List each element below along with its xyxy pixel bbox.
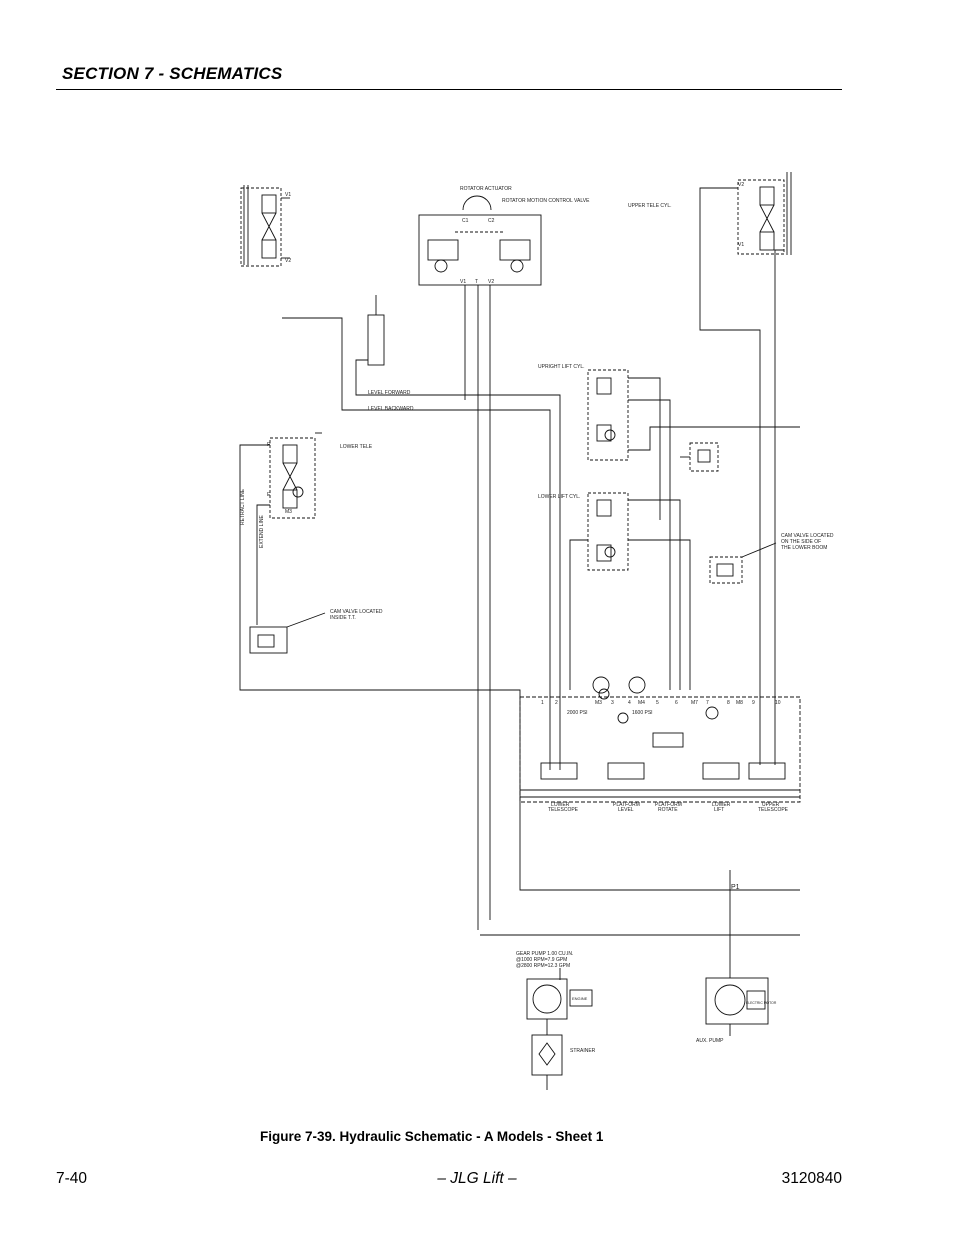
label-upright-lift: UPRIGHT LIFT CYL. bbox=[538, 364, 585, 370]
label-lower-lift: LOWER LIFT CYL. bbox=[538, 494, 580, 500]
cam-valve-tt bbox=[249, 612, 326, 654]
section-platform-rotate-1: PLATFORM bbox=[655, 802, 682, 808]
rotator-valve-block bbox=[418, 195, 542, 930]
label-upper-tele: UPPER TELE CYL. bbox=[628, 203, 672, 209]
port-8: 8 bbox=[727, 700, 730, 706]
port-5: 5 bbox=[656, 700, 659, 706]
section-platform-rotate-2: ROTATE bbox=[658, 807, 678, 813]
section-upper-telescope-1: UPPER bbox=[762, 802, 780, 808]
aux-pump bbox=[705, 977, 769, 1036]
section-lower-telescope-1: LOWER bbox=[551, 802, 570, 808]
lower-tele-valve-block bbox=[239, 432, 800, 891]
label-e-port: E bbox=[267, 492, 271, 498]
label-p1: P1 bbox=[731, 884, 740, 891]
section-platform-level-1: PLATFORM bbox=[613, 802, 640, 808]
port-1: 1 bbox=[541, 700, 544, 706]
port-4: 4 bbox=[628, 700, 631, 706]
port-10: 10 bbox=[775, 700, 781, 706]
section-lower-lift-2: LIFT bbox=[714, 807, 724, 813]
left-holding-valve-block bbox=[240, 185, 290, 267]
lower-lift-valve-block bbox=[569, 492, 691, 690]
port-m4: M4 bbox=[638, 700, 645, 706]
label-cam-valve-tt-1: CAM VALVE LOCATED bbox=[330, 609, 383, 615]
port-m3: M3 bbox=[595, 700, 602, 706]
section-lower-lift-1: LOWER bbox=[712, 802, 731, 808]
cam-valve-lower-boom bbox=[709, 542, 777, 584]
label-cam-valve-lower-2: ON THE SIDE OF bbox=[781, 539, 821, 545]
label-v1-right: V1 bbox=[738, 242, 744, 248]
label-c2: C2 bbox=[488, 218, 495, 224]
relief-valve-small bbox=[680, 442, 719, 472]
label-retract-line: RETRACT LINE bbox=[240, 488, 246, 525]
figure-caption: Figure 7-39. Hydraulic Schematic - A Mod… bbox=[260, 1129, 604, 1144]
main-control-valve-manifold bbox=[519, 676, 801, 803]
section-platform-level-2: LEVEL bbox=[618, 807, 634, 813]
label-cam-valve-lower-1: CAM VALVE LOCATED bbox=[781, 533, 834, 539]
label-level-forward: LEVEL FORWARD bbox=[368, 390, 411, 396]
upper-tele-valve-block bbox=[699, 172, 792, 765]
upright-lift-valve-block bbox=[587, 369, 800, 690]
document-number: 3120840 bbox=[781, 1170, 842, 1187]
label-engine: ENGINE bbox=[572, 996, 588, 1001]
port-m7: M7 bbox=[691, 700, 698, 706]
label-1600-psi: 1600 PSI bbox=[632, 710, 653, 716]
label-gear-pump-2: @1000 RPM=7.9 GPM bbox=[516, 957, 567, 963]
label-gear-pump-3: @2800 RPM=12.3 GPM bbox=[516, 963, 570, 969]
label-v1-left: V1 bbox=[285, 192, 291, 198]
label-strainer: STRAINER bbox=[570, 1048, 596, 1054]
label-extend-line: EXTEND LINE bbox=[259, 515, 265, 548]
label-t-top: T bbox=[475, 279, 478, 285]
label-electric-motor: ELECTRIC MOTOR bbox=[746, 1001, 777, 1005]
label-gear-pump: GEAR PUMP 1.00 CU.IN. bbox=[516, 951, 573, 957]
label-cam-valve-tt-2: INSIDE T.T. bbox=[330, 615, 356, 621]
label-rot-valve: ROTATOR MOTION CONTROL VALVE bbox=[502, 198, 590, 204]
label-v2-right: V2 bbox=[738, 182, 744, 188]
port-6: 6 bbox=[675, 700, 678, 706]
label-lower-tele: LOWER TELE bbox=[340, 444, 373, 450]
section-upper-telescope-2: TELESCOPE bbox=[758, 807, 789, 813]
label-r-port: R bbox=[267, 442, 271, 448]
page-number: 7-40 bbox=[56, 1170, 88, 1187]
label-v2-left: V2 bbox=[285, 258, 291, 264]
label-aux-pump: AUX. PUMP bbox=[696, 1038, 724, 1044]
gear-pump bbox=[526, 978, 593, 1090]
port-m8: M8 bbox=[736, 700, 743, 706]
port-7: 7 bbox=[706, 700, 709, 706]
label-2000-psi: 2000 PSI bbox=[567, 710, 588, 716]
port-9: 9 bbox=[752, 700, 755, 706]
footer-center-title: – JLG Lift – bbox=[437, 1170, 517, 1187]
label-c1: C1 bbox=[462, 218, 469, 224]
label-cam-valve-lower-3: THE LOWER BOOM bbox=[781, 545, 827, 551]
level-cylinder bbox=[282, 295, 561, 770]
header-rule bbox=[56, 89, 842, 90]
section-title: SECTION 7 - SCHEMATICS bbox=[62, 64, 283, 83]
section-lower-telescope-2: TELESCOPE bbox=[548, 807, 579, 813]
label-v2-top: V2 bbox=[488, 279, 494, 285]
port-2: 2 bbox=[555, 700, 558, 706]
label-v1-top: V1 bbox=[460, 279, 466, 285]
label-m3: M3 bbox=[285, 509, 292, 515]
label-level-backward: LEVEL BACKWARD bbox=[368, 406, 414, 412]
label-rotator: ROTATOR ACTUATOR bbox=[460, 186, 512, 192]
port-3: 3 bbox=[611, 700, 614, 706]
